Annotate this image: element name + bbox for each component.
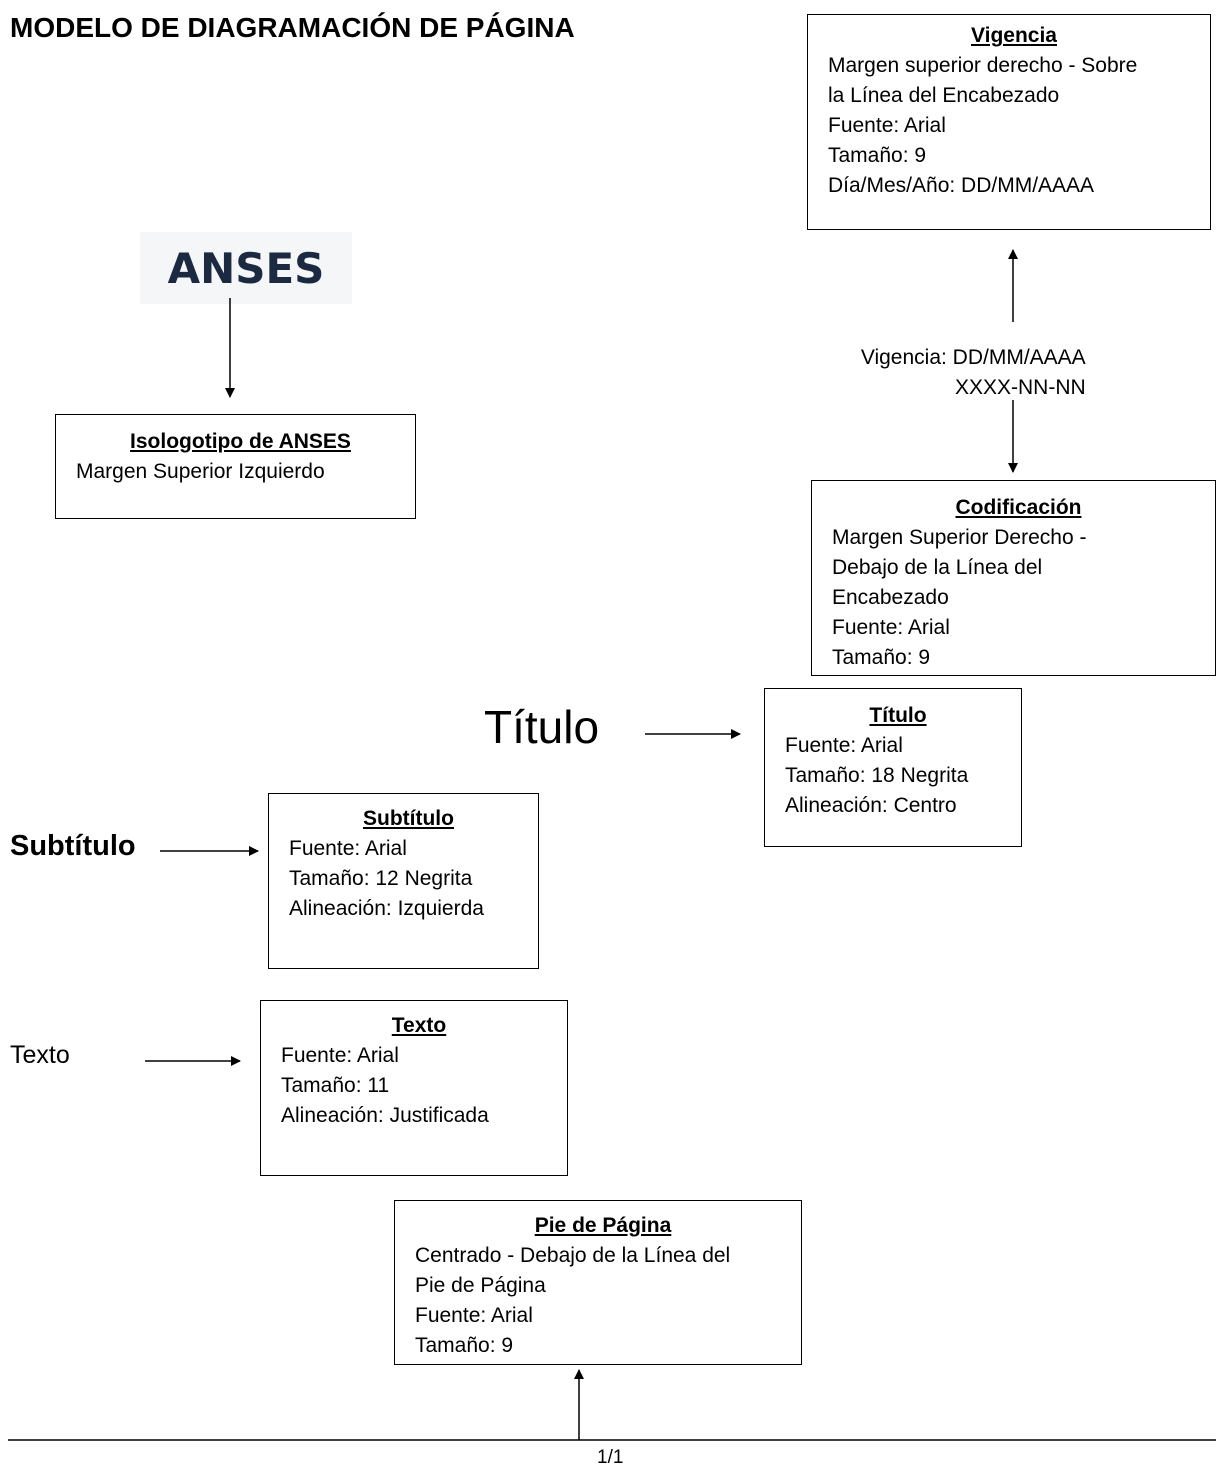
vigencia-codificacion-label: Vigencia: DD/MM/AAAA XXXX-NN-NN <box>860 343 1086 403</box>
vigencia-line: Fuente: Arial <box>828 114 946 137</box>
subtitulo-line: Fuente: Arial <box>289 837 407 860</box>
pie-de-pagina-box-title: Pie de Página <box>534 1214 672 1237</box>
pie-de-pagina-line: Tamaño: 9 <box>415 1334 514 1357</box>
pie-de-pagina-box: Pie de Página Centrado - Debajo de la Lí… <box>394 1200 802 1365</box>
vigencia-box: Vigencia Margen superior derecho - Sobre… <box>807 14 1211 230</box>
titulo-line: Fuente: Arial <box>785 734 903 757</box>
codificacion-line: Tamaño: 9 <box>832 646 931 669</box>
logo-text: ANSES <box>167 243 325 293</box>
subtitulo-line: Alineación: Izquierda <box>289 897 484 920</box>
anses-logo: ANSES <box>140 232 352 304</box>
pie-de-pagina-line: Pie de Página <box>415 1274 546 1297</box>
codificacion-line: Margen Superior Derecho - <box>832 526 1087 549</box>
codificacion-line: Encabezado <box>832 586 949 609</box>
isologotipo-line: Margen Superior Izquierdo <box>76 460 325 483</box>
vigencia-line: la Línea del Encabezado <box>828 84 1060 107</box>
codificacion-box: Codificación Margen Superior Derecho - D… <box>811 480 1216 676</box>
vigencia-line: Margen superior derecho - Sobre <box>828 54 1138 77</box>
pie-de-pagina-line: Fuente: Arial <box>415 1304 533 1327</box>
subtitulo-box-title: Subtítulo <box>363 807 454 830</box>
texto-sample: Texto <box>10 1041 70 1069</box>
titulo-line: Tamaño: 18 Negrita <box>785 764 969 787</box>
vigencia-line: Día/Mes/Año: DD/MM/AAAA <box>828 174 1095 197</box>
subtitulo-box: Subtítulo Fuente: Arial Tamaño: 12 Negri… <box>268 793 539 969</box>
vigencia-box-title: Vigencia <box>971 24 1057 47</box>
texto-line: Fuente: Arial <box>281 1044 399 1067</box>
page-title: MODELO DE DIAGRAMACIÓN DE PÁGINA <box>10 12 575 43</box>
pie-de-pagina-line: Centrado - Debajo de la Línea del <box>415 1244 731 1267</box>
footer-page-number: 1/1 <box>597 1447 624 1468</box>
codificacion-box-title: Codificación <box>955 496 1082 519</box>
vigencia-line: Tamaño: 9 <box>828 144 927 167</box>
codificacion-code-label: XXXX-NN-NN <box>955 376 1086 399</box>
subtitulo-sample: Subtítulo <box>10 830 136 862</box>
isologotipo-box: Isologotipo de ANSES Margen Superior Izq… <box>55 414 416 519</box>
texto-line: Alineación: Justificada <box>281 1104 489 1127</box>
texto-line: Tamaño: 11 <box>281 1074 390 1097</box>
vigencia-date-label: Vigencia: DD/MM/AAAA <box>860 346 1086 369</box>
titulo-line: Alineación: Centro <box>785 794 957 817</box>
texto-box: Texto Fuente: Arial Tamaño: 11 Alineació… <box>260 1000 568 1176</box>
codificacion-line: Debajo de la Línea del <box>832 556 1043 579</box>
texto-box-title: Texto <box>391 1014 447 1037</box>
codificacion-line: Fuente: Arial <box>832 616 950 639</box>
titulo-sample: Título <box>484 701 600 753</box>
titulo-box-title: Título <box>869 704 927 727</box>
titulo-box: Título Fuente: Arial Tamaño: 18 Negrita … <box>764 688 1022 847</box>
isologotipo-box-title: Isologotipo de ANSES <box>130 430 351 453</box>
subtitulo-line: Tamaño: 12 Negrita <box>289 867 473 890</box>
